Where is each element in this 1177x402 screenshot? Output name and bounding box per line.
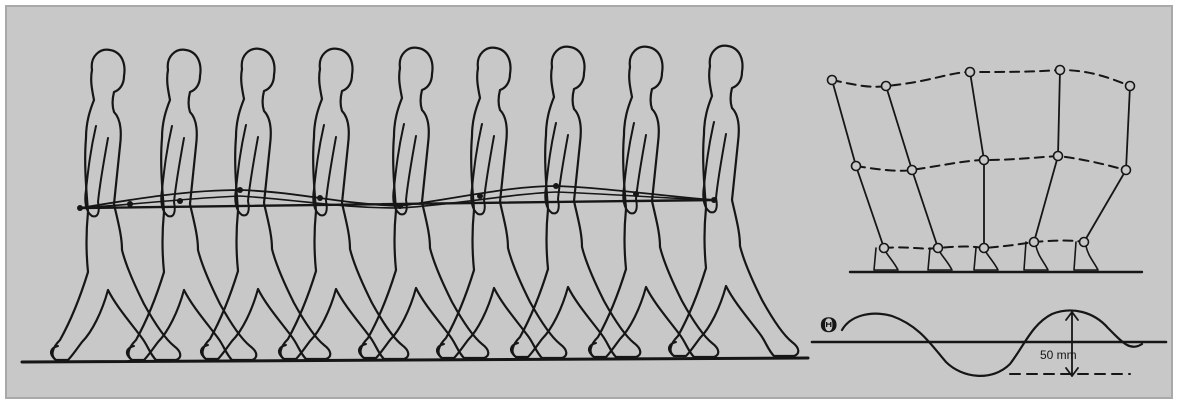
joint-circle	[934, 244, 943, 253]
hip-marker-dot	[397, 203, 403, 209]
joint-circle	[828, 76, 837, 85]
joint-circle	[1080, 238, 1089, 247]
joint-circle	[880, 244, 889, 253]
hip-marker-dot	[633, 191, 639, 197]
joint-circle	[980, 156, 989, 165]
hip-marker-dot	[237, 187, 243, 193]
hip-marker-dot	[553, 183, 559, 189]
hip-marker-dot	[127, 201, 133, 207]
joint-circle	[1056, 66, 1065, 75]
joint-circle	[1054, 152, 1063, 161]
amplitude-label: 50 mm	[1040, 348, 1077, 362]
joint-circle	[882, 82, 891, 91]
joint-circle	[1030, 238, 1039, 247]
joint-circle	[1122, 166, 1131, 175]
hip-marker-dot	[317, 195, 323, 201]
hip-marker-dot	[77, 205, 83, 211]
joint-circle	[966, 68, 975, 77]
hip-marker-dot	[711, 197, 717, 203]
theta-symbol: Θ	[820, 313, 837, 337]
hip-marker-dot	[177, 198, 183, 204]
joint-circle	[980, 244, 989, 253]
joint-circle	[852, 162, 861, 171]
hip-marker-dot	[477, 193, 483, 199]
joint-circle	[908, 166, 917, 175]
joint-circle	[1126, 82, 1135, 91]
